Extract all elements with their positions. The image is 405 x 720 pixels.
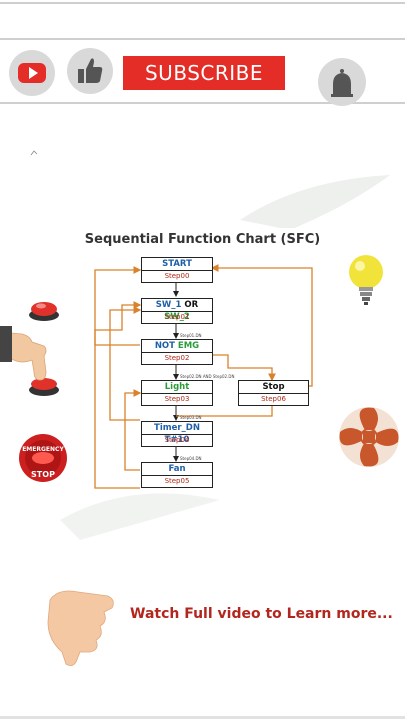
watermark-lower-swoosh [60,493,220,540]
transition-label-3: Step03.DN [180,415,202,420]
step-id: Step04 [164,436,190,444]
bar-top-divider [0,38,405,40]
step-id: Step05 [164,477,190,485]
diagram-title: Sequential Function Chart (SFC) [84,232,321,247]
step-label: Fan [142,463,212,476]
step-id: Step03 [164,395,190,403]
step-id: Step01 [164,313,190,321]
bar-bottom-divider [0,102,405,104]
step-fan: Fan Step05 [141,462,213,488]
step-id: Step00 [164,272,190,280]
step-label: START [142,258,212,271]
bottom-divider [0,716,405,719]
step-stop: Stop Step06 [238,380,309,406]
step-not-emg: NOT EMG Step02 [141,339,213,365]
step-label: NOT EMG [142,340,212,353]
watch-video-cta[interactable]: Watch Full video to Learn more... [130,606,393,622]
bell-icon [331,69,353,97]
step-start: START Step00 [141,257,213,283]
step-label-sw2: SW_2 [164,312,190,322]
transition-label-1: Step01.DN [180,333,202,338]
red-button-illustration [29,302,59,321]
youtube-icon [18,63,46,83]
step-switch: SW_1 OR SW_2 Step01 [141,298,213,324]
transition-label-2: Step02.DN AND Step02.DN [180,374,235,379]
step-label-emg: EMG [177,341,200,351]
pointing-hand-illustration [47,590,114,666]
step-id: Step02 [164,354,190,362]
step-label-not: NOT [154,341,178,351]
orange-feedback-links [94,264,313,489]
step-label: Light [142,381,212,394]
subscribe-button[interactable]: SUBSCRIBE [123,56,285,90]
step-label: SW_1 OR SW_2 [142,299,212,322]
pressed-button-hand-illustration [0,326,59,396]
emergency-stop-illustration [19,434,67,482]
step-label: Stop [239,381,308,394]
emergency-label: EMERGENCY [22,446,64,453]
like-button[interactable] [67,48,113,94]
step-light: Light Step03 [141,380,213,406]
thumbs-up-icon [78,58,103,83]
fan-illustration [339,407,399,467]
social-bar: SUBSCRIBE [0,0,405,106]
step-label-sw1: SW_1 [155,300,182,310]
watermark-swoosh [240,175,390,230]
step-label: Timer_DN T#10 [142,422,212,445]
stop-label: STOP [31,470,55,479]
youtube-button[interactable] [9,50,55,96]
faint-mark [30,150,38,156]
light-bulb-illustration [349,255,383,305]
step-label-or: OR [181,300,199,310]
step-id: Step06 [261,395,286,403]
notification-button[interactable] [318,58,366,106]
top-divider [0,2,405,4]
step-timer: Timer_DN T#10 Step04 [141,421,213,447]
transition-label-4: Step04.DN [180,456,202,461]
